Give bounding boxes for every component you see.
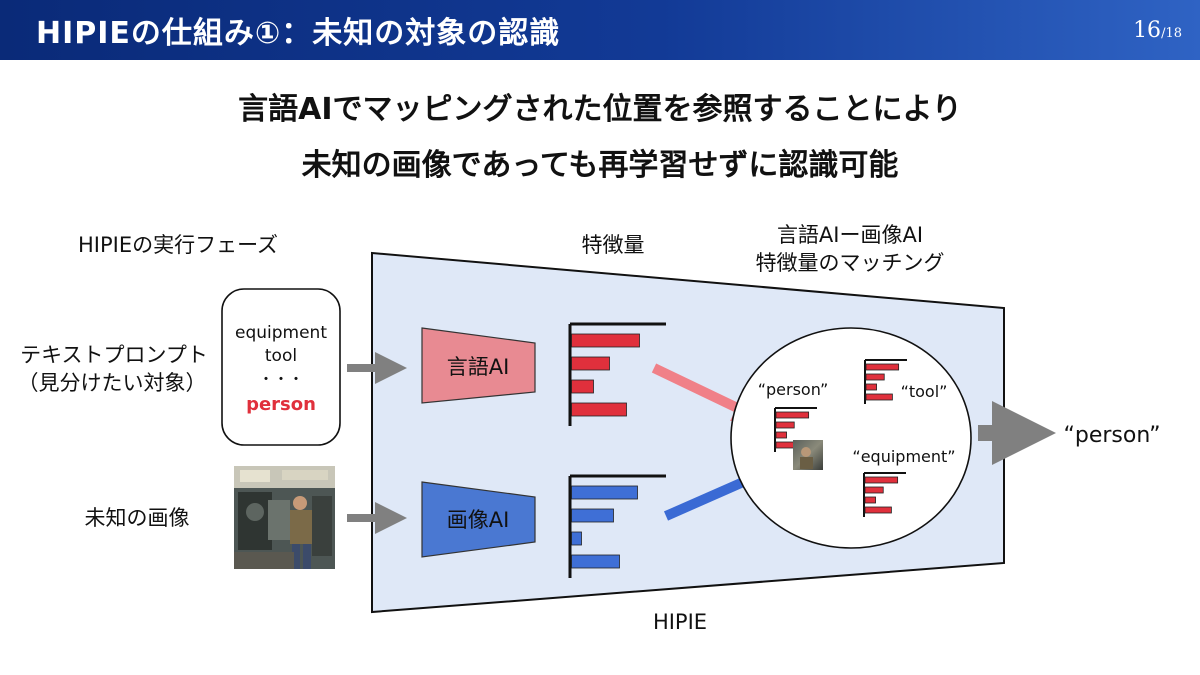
match-tool-bar [865, 363, 900, 371]
prompt-item-equipment: equipment [235, 323, 327, 343]
match-equipment-bar [864, 476, 899, 484]
match-label-equipment: “equipment” [852, 447, 955, 466]
prompt-item-tool: tool [265, 346, 297, 366]
image-feature-bar [571, 485, 638, 500]
match-equipment-bar [864, 506, 892, 514]
image-feature-bar [571, 531, 582, 546]
language-ai-encoder [421, 327, 536, 404]
prompt-box [221, 288, 341, 446]
hipie-label: HIPIE [653, 610, 707, 634]
subtitle-line-1: 言語AIでマッピングされた位置を参照することにより [238, 92, 962, 127]
prompt-item-person: person [246, 394, 316, 415]
matching-circle [730, 327, 972, 549]
language-ai-label: 言語AI [447, 355, 510, 379]
page-total: 18 [1165, 26, 1182, 41]
match-person-bar [775, 421, 795, 429]
unknown-image-label: 未知の画像 [85, 506, 190, 530]
prompt-item-ellipsis: ・・・ [258, 370, 303, 388]
language-feature-bar [571, 402, 627, 417]
language-feature-bar [571, 356, 610, 371]
image-feature-bar [571, 508, 614, 523]
image-ai-encoder [421, 481, 536, 558]
page-separator: / [1161, 26, 1166, 41]
match-tool-bar [865, 393, 893, 401]
matching-label-line1: 言語AIー画像AI [777, 223, 923, 247]
feature-label: 特徴量 [582, 233, 645, 257]
match-label-tool: “tool” [901, 382, 948, 401]
page-number: 16/18 [1133, 18, 1182, 43]
match-person-bar [775, 411, 810, 419]
matched-image-thumbnail [793, 440, 823, 470]
text-prompt-label-line1: テキストプロンプト [20, 343, 208, 367]
match-label-person: “person” [758, 380, 829, 399]
matching-label-line2: 特徴量のマッチング [756, 251, 945, 275]
match-person-bar [775, 431, 787, 439]
phase-label: HIPIEの実行フェーズ [78, 233, 278, 257]
image-ai-label: 画像AI [447, 508, 510, 532]
matching-mini-bars [774, 359, 907, 517]
slide-header: HIPIEの仕組み①：未知の対象の認識 16/18 [0, 0, 1200, 60]
match-equipment-bar [864, 496, 876, 504]
output-label: “person” [1063, 423, 1160, 448]
image-feature-bar [571, 554, 620, 569]
factory-photo [234, 466, 335, 569]
match-equipment-bar [864, 486, 884, 494]
language-feature-bars [568, 322, 666, 426]
match-tool-bar [865, 383, 877, 391]
text-prompt-label-line2: （見分けたい対象） [18, 371, 207, 395]
page-current: 16 [1133, 18, 1162, 43]
language-feature-bar [571, 379, 594, 394]
image-feature-bars [568, 474, 666, 578]
slide-title: HIPIEの仕組み①：未知の対象の認識 [36, 16, 561, 51]
language-feature-arrow [651, 363, 764, 422]
match-tool-bar [865, 373, 885, 381]
subtitle-line-2: 未知の画像であっても再学習せずに認識可能 [301, 148, 899, 183]
language-feature-bar [571, 333, 640, 348]
